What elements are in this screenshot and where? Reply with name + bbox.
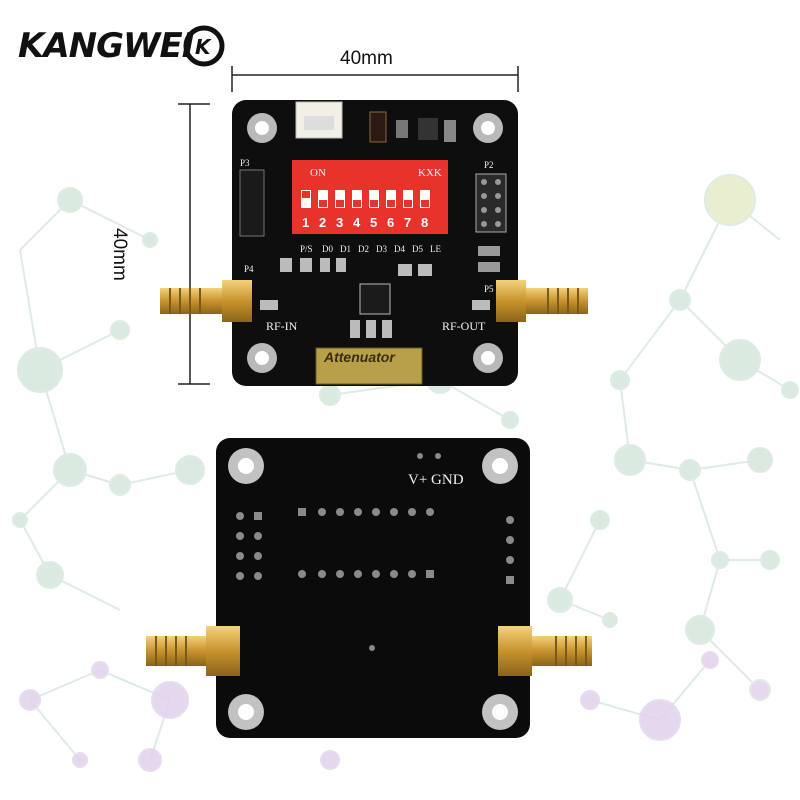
switch-number: 1	[302, 215, 309, 230]
pin-label: D4	[394, 244, 405, 254]
network-background-purple	[19, 651, 719, 772]
header-pins	[475, 173, 507, 233]
dimension-lines	[178, 66, 519, 385]
ref-p5: P5	[484, 284, 494, 294]
switch-number: 3	[336, 215, 343, 230]
ref-p2: P2	[484, 160, 494, 170]
pin-label: P/S	[300, 244, 313, 254]
rf-in-label: RF-IN	[266, 319, 298, 333]
ref-p3: P3	[240, 158, 250, 168]
pin-label: D3	[376, 244, 387, 254]
height-dimension-label: 40mm	[109, 228, 130, 281]
mounting-holes	[247, 113, 503, 373]
pin-label: D2	[358, 244, 369, 254]
back-sma-connector-right	[498, 626, 592, 676]
sma-connector-out	[496, 280, 588, 322]
rf-out-label: RF-OUT	[442, 319, 486, 333]
ref-p4: P4	[244, 264, 254, 274]
pin-labels: P/S D0 D1 D2 D3 D4 D5 LE	[300, 244, 441, 254]
front-board	[160, 100, 588, 386]
back-mounting-holes	[228, 448, 518, 730]
attenuator-chip	[359, 283, 391, 315]
brand-badge-icon: K	[183, 25, 225, 67]
pin-label: D5	[412, 244, 423, 254]
switch-brand-label: KXK	[418, 167, 442, 179]
back-sma-connector-left	[146, 626, 240, 676]
switch-number: 8	[421, 215, 428, 230]
switch-number: 2	[319, 215, 326, 230]
switch-numbers: 1 2 3 4 5 6 7 8	[302, 215, 428, 230]
pin-label: D1	[340, 244, 351, 254]
switch-number: 5	[370, 215, 377, 230]
back-board	[146, 438, 592, 738]
switch-number: 4	[353, 215, 361, 230]
pin-label: D0	[322, 244, 333, 254]
switch-on-label: ON	[310, 167, 326, 179]
switch-number: 6	[387, 215, 394, 230]
network-background	[12, 174, 799, 761]
attenuator-plate	[315, 347, 423, 385]
power-label: V+ GND	[408, 472, 464, 488]
width-dimension-label: 40mm	[340, 48, 393, 69]
attenuator-label: Attenuator	[323, 349, 396, 365]
sma-connector-in	[160, 280, 252, 322]
brand-logo: KANGWEI	[18, 26, 194, 66]
brand-badge-letter: K	[195, 35, 212, 59]
pin-label: LE	[430, 244, 441, 254]
switch-number: 7	[404, 215, 411, 230]
